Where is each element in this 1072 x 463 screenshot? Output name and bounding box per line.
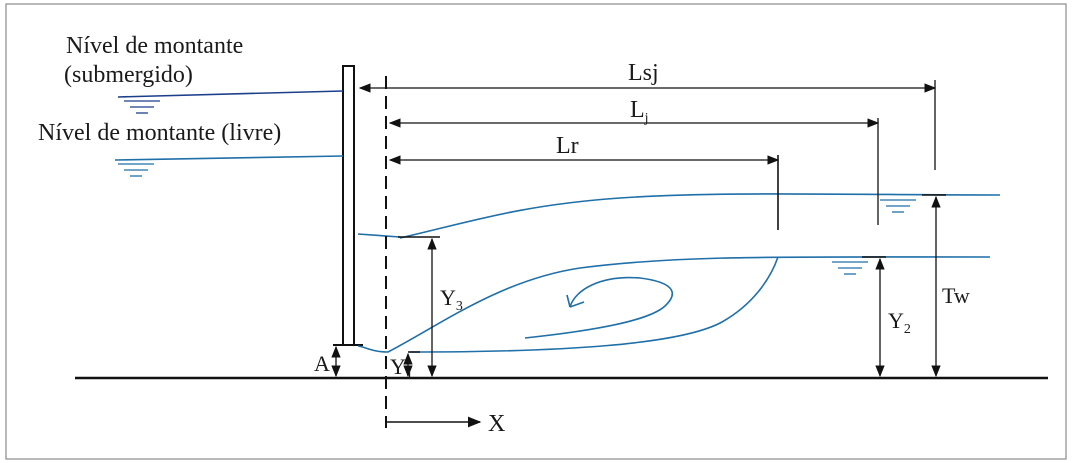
downstream-level-marker — [832, 261, 868, 275]
label-a: A — [314, 351, 330, 376]
label-lsj: Lsj — [628, 60, 659, 86]
upstream-submerged-level-line — [117, 90, 344, 98]
label-lr: Lr — [556, 133, 579, 159]
label-y2: Y2 — [888, 308, 911, 337]
roller-swirl — [524, 276, 674, 339]
tailwater-surface — [399, 193, 1001, 239]
submerged-level-marker — [124, 100, 160, 114]
label-lj: Lj — [630, 97, 649, 126]
roller-swirl-arrowhead — [566, 294, 585, 308]
label-y1: Y1 — [390, 354, 413, 383]
tailwater-level-marker — [880, 199, 916, 213]
label-x: X — [488, 411, 505, 437]
label-upstream-submerged-line1: Nível de montante — [66, 33, 243, 59]
roller-lower-boundary — [409, 256, 779, 353]
diagram-border — [5, 3, 1067, 460]
submerged-level-at-gate — [357, 233, 401, 238]
upstream-free-level-line — [114, 155, 344, 161]
sluice-gate — [342, 65, 355, 346]
label-tw: Tw — [942, 283, 970, 308]
jump-surface — [357, 256, 991, 353]
label-y3: Y3 — [440, 285, 463, 314]
label-upstream-submerged-line2: (submergido) — [64, 62, 193, 88]
free-level-marker — [118, 163, 154, 177]
label-upstream-free: Nível de montante (livre) — [38, 120, 281, 146]
